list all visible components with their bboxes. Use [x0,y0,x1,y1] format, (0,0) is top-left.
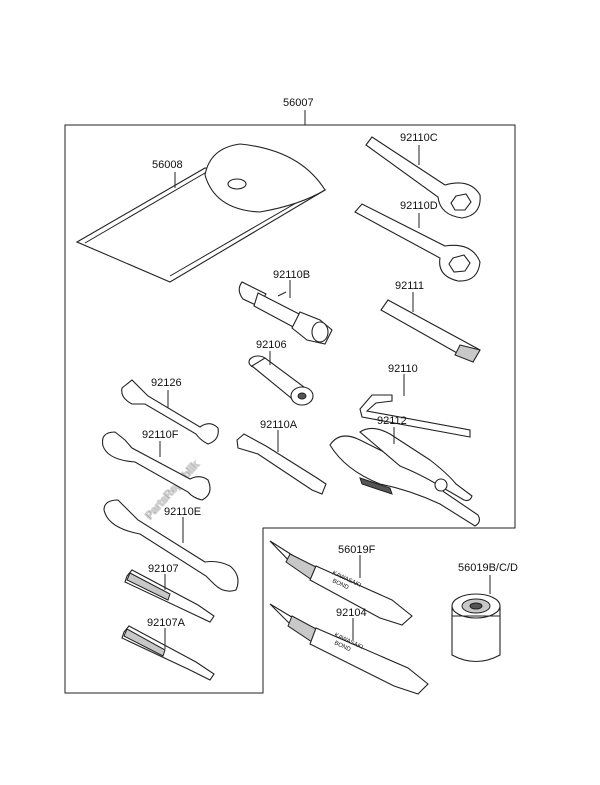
label-92107a: 92107A [147,617,186,629]
adapter-92106 [248,355,314,406]
tool-pouch [75,143,327,283]
label-56019bcd: 56019B/C/D [458,562,518,574]
label-56019f: 56019F [338,544,376,556]
wrench-92110f [101,431,211,501]
tool-92110a [236,433,327,495]
label-56007: 56007 [283,97,314,109]
bond-tube-92104: KAWASAKI BOND [269,603,429,695]
bar-92111 [380,299,481,363]
label-92111: 92111 [395,280,424,292]
wrench-92126 [121,379,219,445]
kit-frame [64,124,516,694]
box-spanner-92110b [238,281,333,345]
label-92110: 92110 [388,363,418,375]
label-92110b: 92110B [273,269,310,281]
ring-wrench-92110d [354,203,481,282]
label-92107: 92107 [148,563,179,575]
wrench-92110e [103,499,239,592]
screwdriver-92107 [124,569,215,623]
label-92104: 92104 [336,607,367,619]
screwdriver-92107a [121,625,215,681]
label-92110c: 92110C [400,132,438,144]
label-92110a: 92110A [260,419,298,431]
ring-wrench-92110c [365,136,481,219]
label-56008: 56008 [152,159,183,171]
hex-key-92110 [359,394,471,438]
label-92112: 92112 [377,415,407,427]
label-92126: 92126 [151,377,182,389]
pliers-92112 [329,427,481,527]
bond-tube-56019f: KAWASAKI BOND [269,540,413,626]
label-92110d: 92110D [400,200,438,212]
bond-can-56019bcd [451,593,501,663]
label-92110e: 92110E [164,506,201,518]
label-92110f: 92110F [142,429,179,441]
label-92106: 92106 [256,339,287,351]
